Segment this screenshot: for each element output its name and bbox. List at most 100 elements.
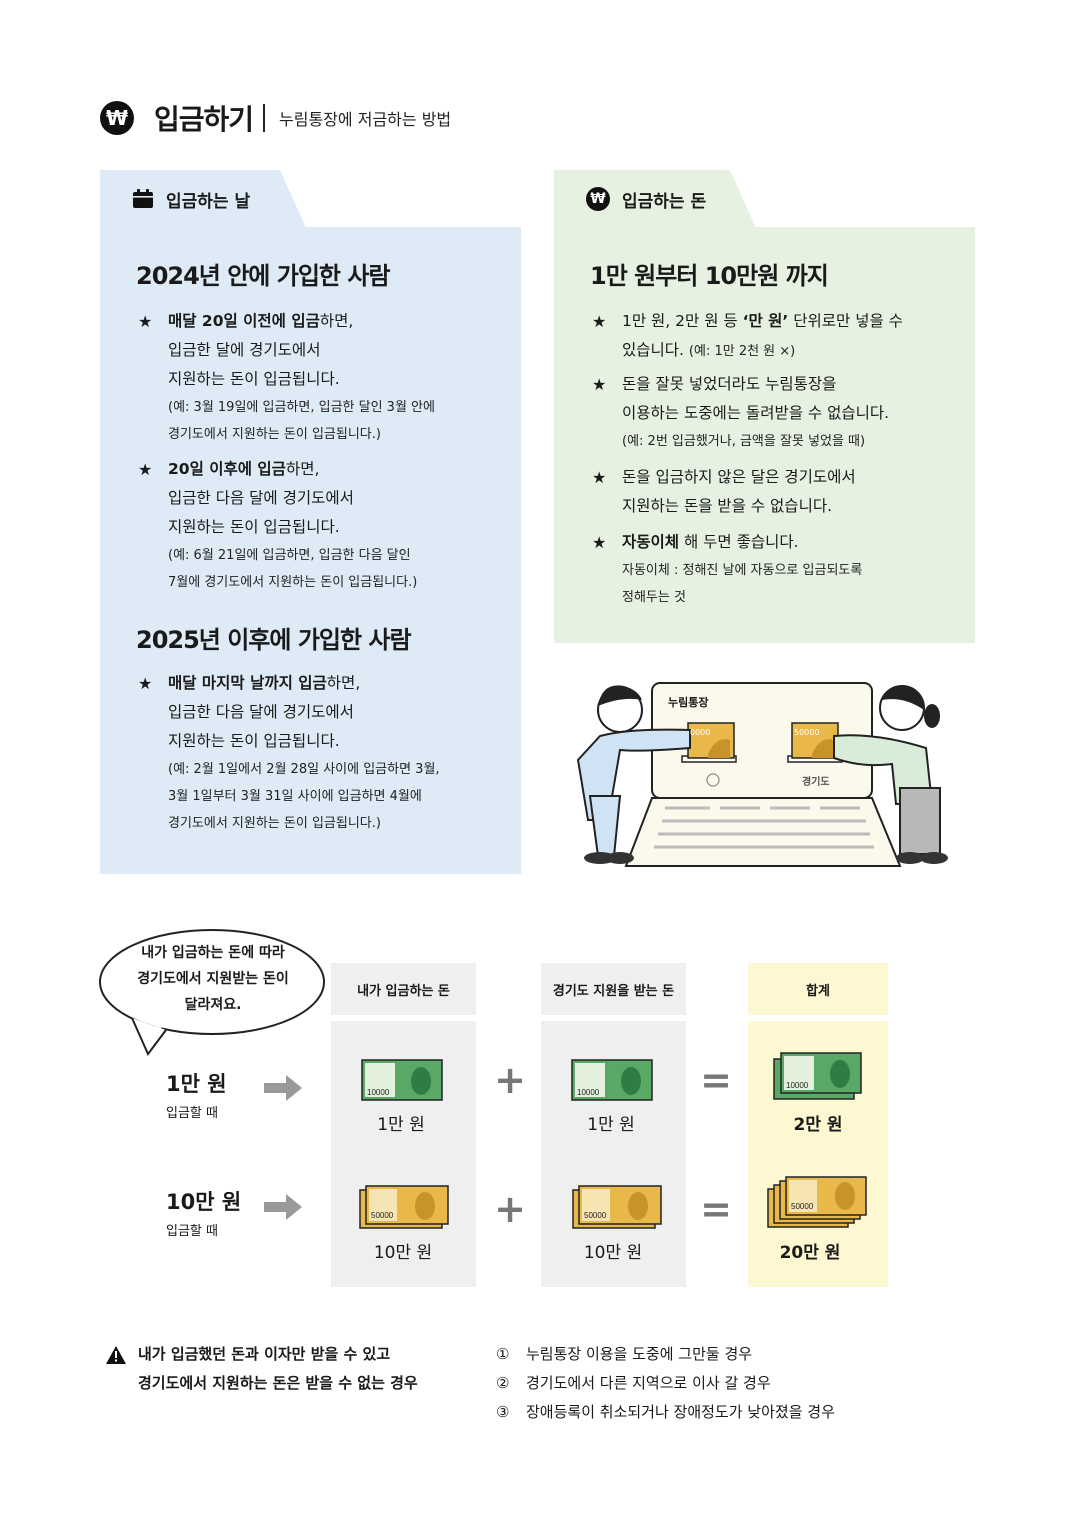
column-header-mine: 내가 입금하는 돈 — [331, 963, 476, 1015]
svg-text:50000: 50000 — [584, 1211, 607, 1220]
svg-text:10000: 10000 — [786, 1081, 809, 1090]
bill-10000-icon: 10000 — [361, 1059, 443, 1101]
reason-item: ③ 장애등록이 취소되거나 장애정도가 낮아졌을 경우 — [496, 1398, 835, 1427]
page-title: 입금하기 — [154, 103, 254, 136]
day-item-3-rest: 하면, — [326, 674, 361, 692]
money-item-1-note: (예: 1만 2천 원 ×) — [688, 344, 796, 359]
day-item-3-note2: 3월 1일부터 3월 31일 사이에 입금하면 4월에 — [168, 789, 422, 804]
money-item-1-pre: 1만 원, 2만 원 등 — [622, 312, 743, 330]
won-icon: ₩ — [100, 101, 134, 135]
day-item-1-note2: 경기도에서 지원하는 돈이 입금됩니다.) — [168, 427, 381, 442]
title-divider — [263, 104, 266, 132]
deposit-money-tab: ₩ 입금하는 돈 — [554, 170, 756, 228]
money-item-4-note1: 자동이체 : 정해진 날에 자동으로 입금되도록 — [622, 563, 863, 578]
plus-sign: + — [494, 1187, 526, 1231]
warning-line-1: 내가 입금했던 돈과 이자만 받을 수 있고 — [138, 1345, 391, 1363]
deposit-money-tab-label: 입금하는 돈 — [622, 191, 707, 212]
svg-text:10000: 10000 — [367, 1088, 390, 1097]
bubble-line-3: 달라져요. — [184, 997, 242, 1013]
money-item-2-note: (예: 2번 입금했거나, 금액을 잘못 넣었을 때) — [622, 434, 866, 449]
row-2-label: 10만 원 입금할 때 — [166, 1186, 241, 1239]
money-item-4-bold: 자동이체 — [622, 533, 680, 551]
deposit-money-panel — [554, 227, 975, 643]
star-icon: ★ — [138, 674, 153, 693]
bill-stack-50000-icon: 50000 — [572, 1185, 662, 1229]
star-icon: ★ — [138, 312, 153, 331]
row-2-sub: 입금할 때 — [166, 1224, 218, 1239]
reason-item: ① 누림통장 이용을 도중에 그만둘 경우 — [496, 1340, 835, 1369]
row-2-mine: 10만 원 — [373, 1243, 433, 1263]
money-item-1-post: 단위로만 넣을 수 — [788, 312, 903, 330]
row-2-amount: 10만 원 — [166, 1190, 242, 1214]
reason-number: ③ — [496, 1403, 510, 1421]
bill-10000-icon: 10000 — [571, 1059, 653, 1101]
day-item-2-bold: 20일 이후에 입금 — [168, 460, 286, 478]
svg-text:50000: 50000 — [791, 1202, 814, 1211]
day-item-3-line3: 지원하는 돈이 입금됩니다. — [168, 732, 340, 750]
reason-number: ① — [496, 1345, 510, 1363]
money-item-2-line1: 돈을 잘못 넣었더라도 누림통장을 — [622, 375, 837, 393]
day-item-2-rest: 하면, — [285, 460, 320, 478]
star-icon: ★ — [592, 468, 607, 487]
speech-bubble — [99, 929, 325, 1056]
speech-bubble-text: 내가 입금하는 돈에 따라 경기도에서 지원받는 돈이 달라져요. — [110, 940, 316, 1018]
star-icon: ★ — [592, 375, 607, 394]
money-item-3-line2: 지원하는 돈을 받을 수 없습니다. — [622, 497, 833, 515]
star-icon: ★ — [592, 533, 607, 552]
reason-text: 경기도에서 다른 지역으로 이사 갈 경우 — [526, 1374, 771, 1392]
arrow-right-icon — [264, 1194, 302, 1220]
money-item-4-note2: 정해두는 것 — [622, 590, 686, 605]
svg-text:10000: 10000 — [577, 1088, 600, 1097]
section-2025-title: 2025년 이후에 가입한 사람 — [136, 626, 412, 654]
day-item-2-note1: (예: 6월 21일에 입금하면, 입금한 다음 달인 — [168, 548, 411, 563]
day-item-3-note3: 경기도에서 지원하는 돈이 입금됩니다.) — [168, 816, 381, 831]
money-item-4-rest: 해 두면 좋습니다. — [679, 533, 799, 551]
equals-sign: = — [700, 1058, 732, 1102]
deposit-day-panel — [100, 227, 521, 874]
row-1-amount: 1만 원 — [166, 1072, 227, 1096]
won-icon: ₩ — [586, 187, 610, 211]
reason-number: ② — [496, 1374, 510, 1392]
row-2-support: 10만 원 — [583, 1243, 643, 1263]
star-icon: ★ — [592, 312, 607, 331]
deposit-illustration: 누림통장 경기도 0000 50000 — [570, 676, 960, 876]
bill-stack-10000-icon: 10000 — [773, 1052, 862, 1100]
money-item-2-line2: 이용하는 도중에는 돌려받을 수 없습니다. — [622, 404, 890, 422]
day-item-3-bold: 매달 마지막 날까지 입금 — [168, 674, 327, 692]
warning-line-2: 경기도에서 지원하는 돈은 받을 수 없는 경우 — [138, 1374, 418, 1392]
right-bill-value: 50000 — [794, 728, 820, 737]
star-icon: ★ — [138, 460, 153, 479]
plus-sign: + — [494, 1058, 526, 1102]
illustration-drawing — [576, 682, 948, 867]
screen-label: 누림통장 — [668, 696, 709, 709]
day-item-1-note1: (예: 3월 19일에 입금하면, 입금한 달인 3월 안에 — [168, 400, 435, 415]
bubble-line-2: 경기도에서 지원받는 돈이 — [137, 971, 289, 987]
money-item-1-line2: 있습니다. — [622, 341, 684, 359]
reason-list: ① 누림통장 이용을 도중에 그만둘 경우 ② 경기도에서 다른 지역으로 이사… — [496, 1340, 835, 1427]
section-2024-title: 2024년 안에 가입한 사람 — [136, 262, 391, 290]
calendar-icon — [132, 189, 154, 209]
day-item-1-bold: 매달 20일 이전에 입금 — [168, 312, 320, 330]
row-1-sub: 입금할 때 — [166, 1106, 218, 1121]
reason-text: 장애등록이 취소되거나 장애정도가 낮아졌을 경우 — [526, 1403, 835, 1421]
left-bill-value: 0000 — [690, 728, 711, 737]
day-item-3-line2: 입금한 다음 달에 경기도에서 — [168, 703, 354, 721]
reason-item: ② 경기도에서 다른 지역으로 이사 갈 경우 — [496, 1369, 835, 1398]
money-range-title: 1만 원부터 10만원 까지 — [590, 262, 829, 290]
page-header: ₩ 입금하기 누림통장에 저금하는 방법 — [100, 100, 451, 136]
day-item-1-rest: 하면, — [319, 312, 354, 330]
row-1-support: 1만 원 — [587, 1115, 635, 1135]
day-item-2-line3: 지원하는 돈이 입금됩니다. — [168, 518, 340, 536]
page-subtitle: 누림통장에 저금하는 방법 — [279, 110, 452, 129]
arrow-right-icon — [264, 1075, 302, 1101]
equals-sign: = — [700, 1187, 732, 1231]
bubble-line-1: 내가 입금하는 돈에 따라 — [141, 945, 285, 961]
deposit-day-tab-label: 입금하는 날 — [166, 191, 251, 212]
day-item-1-line2: 입금한 달에 경기도에서 — [168, 341, 321, 359]
day-item-3-note1: (예: 2월 1일에서 2월 28일 사이에 입금하면 3월, — [168, 762, 440, 777]
bill-stack-50000-icon: 50000 — [359, 1185, 449, 1229]
row-1-label: 1만 원 입금할 때 — [166, 1068, 227, 1121]
day-item-2-line2: 입금한 다음 달에 경기도에서 — [168, 489, 354, 507]
reason-text: 누림통장 이용을 도중에 그만둘 경우 — [526, 1345, 753, 1363]
money-item-3-line1: 돈을 입금하지 않은 달은 경기도에서 — [622, 468, 856, 486]
